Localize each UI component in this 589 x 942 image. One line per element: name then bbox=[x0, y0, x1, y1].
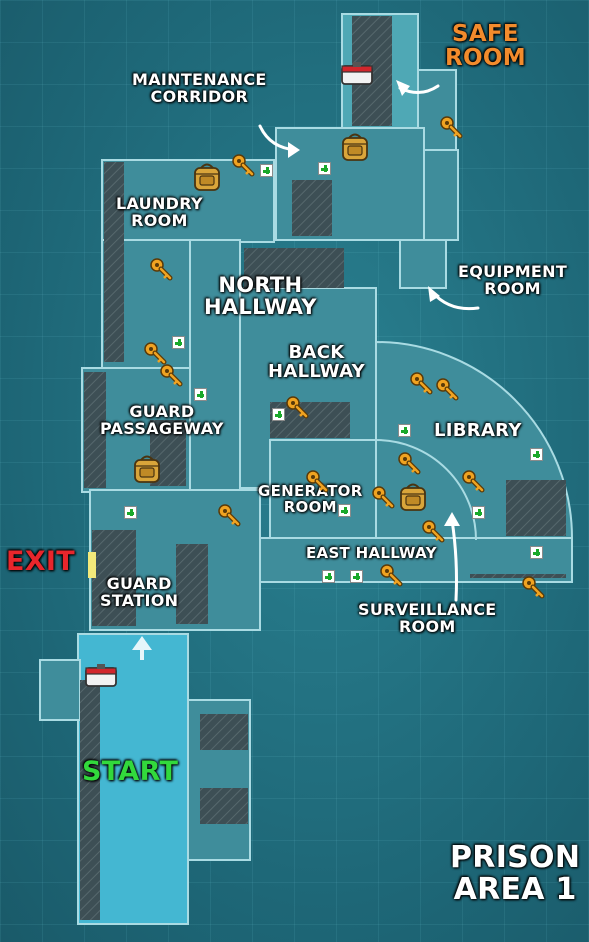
library-label: LIBRARY bbox=[434, 420, 522, 441]
exit-door bbox=[88, 552, 96, 578]
supply-box-icon bbox=[341, 61, 373, 85]
health-cross-icon bbox=[338, 504, 351, 517]
arrow-to-surveillance bbox=[450, 518, 458, 602]
east-hallway-label: EAST HALLWAY bbox=[306, 544, 437, 562]
health-cross-icon bbox=[194, 388, 207, 401]
supply-box-icon bbox=[85, 663, 117, 687]
exit-label: EXIT bbox=[6, 546, 75, 577]
health-cross-icon bbox=[530, 546, 543, 559]
start-label: START bbox=[82, 756, 179, 787]
health-cross-icon bbox=[322, 570, 335, 583]
health-cross-icon bbox=[318, 162, 331, 175]
health-cross-icon bbox=[398, 424, 411, 437]
health-cross-icon bbox=[124, 506, 137, 519]
health-cross-icon bbox=[272, 408, 285, 421]
health-cross-icon bbox=[472, 506, 485, 519]
health-cross-icon bbox=[172, 336, 185, 349]
arrow-up-icon bbox=[132, 636, 152, 660]
health-cross-icon bbox=[530, 448, 543, 461]
health-cross-icon bbox=[350, 570, 363, 583]
health-cross-icon bbox=[260, 164, 273, 177]
